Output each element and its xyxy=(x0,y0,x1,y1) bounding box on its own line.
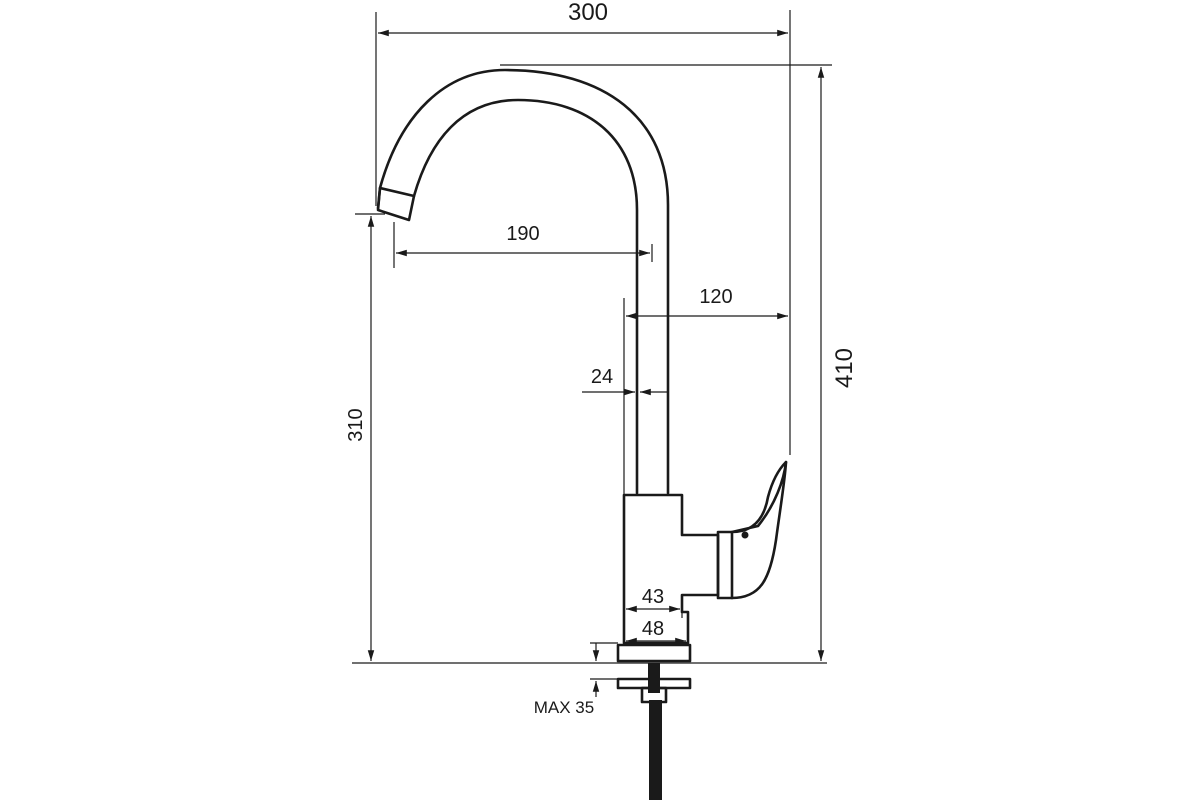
label-base-inner: 43 xyxy=(642,586,664,608)
valve-body xyxy=(622,493,720,645)
handle-screw xyxy=(741,531,749,539)
label-spout-height: 310 xyxy=(345,408,367,441)
spout-inner-contour xyxy=(412,98,639,495)
label-overall-width: 300 xyxy=(568,0,608,26)
label-pipe-diameter: 24 xyxy=(591,366,613,388)
dimension-labels: 300 410 310 190 120 24 43 48 MAX 35 xyxy=(345,0,858,717)
lever-handle xyxy=(730,460,788,534)
label-overall-height: 410 xyxy=(831,348,858,388)
aerator-tip xyxy=(376,186,416,222)
handle-cartridge xyxy=(716,530,734,600)
faucet-outline xyxy=(352,68,827,800)
base-plate xyxy=(616,643,692,663)
spout-outer-contour xyxy=(376,68,670,495)
extension-lines xyxy=(355,10,832,680)
dimension-lines xyxy=(367,29,825,697)
label-max-thickness: MAX 35 xyxy=(534,698,594,717)
label-spout-reach: 190 xyxy=(506,223,539,245)
supply-hose xyxy=(649,700,662,800)
mounting-shank xyxy=(648,663,660,693)
label-base-outer: 48 xyxy=(642,618,664,640)
handle-grip xyxy=(730,460,788,600)
label-body-to-handle: 120 xyxy=(699,286,732,308)
